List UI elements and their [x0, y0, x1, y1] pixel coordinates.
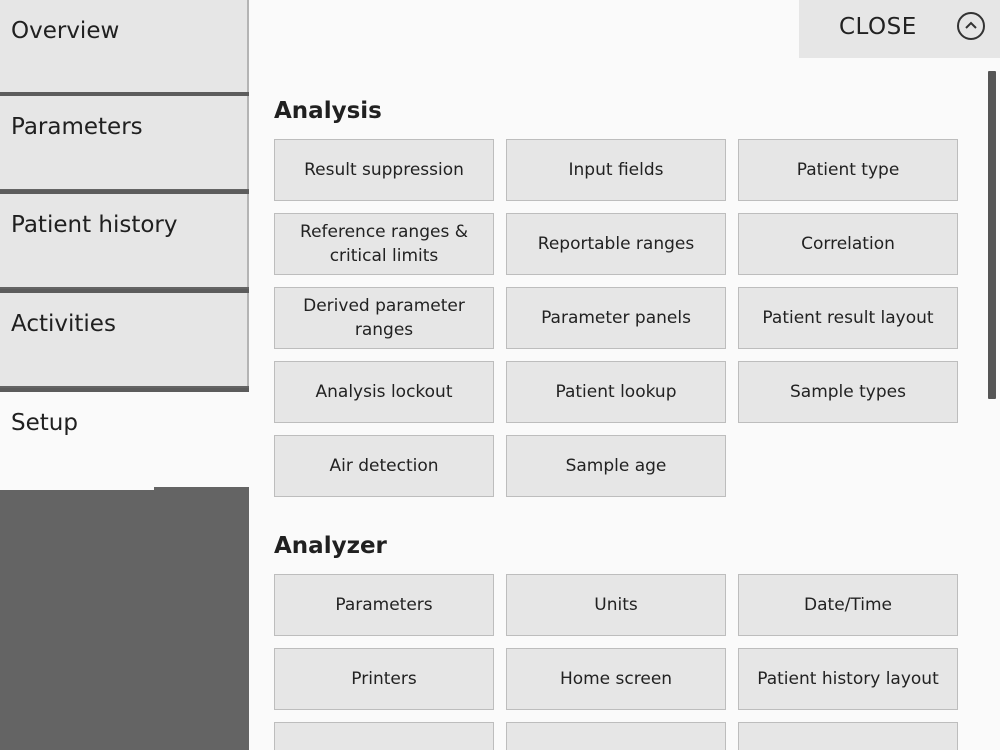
- nav-divider: [0, 92, 249, 96]
- patient-history-layout-button[interactable]: Patient history layout: [738, 648, 958, 710]
- tile-partial[interactable]: [738, 722, 958, 750]
- reportable-ranges-button[interactable]: Reportable ranges: [506, 213, 726, 275]
- close-label: CLOSE: [839, 14, 917, 40]
- reference-ranges-button[interactable]: Reference ranges & critical limits: [274, 213, 494, 275]
- nav-divider: [0, 388, 249, 392]
- result-suppression-button[interactable]: Result suppression: [274, 139, 494, 201]
- units-button[interactable]: Units: [506, 574, 726, 636]
- air-detection-button[interactable]: Air detection: [274, 435, 494, 497]
- nav-item-overview[interactable]: Overview: [0, 0, 249, 93]
- correlation-button[interactable]: Correlation: [738, 213, 958, 275]
- section-title-analyzer: Analyzer: [274, 533, 387, 559]
- section-title-analysis: Analysis: [274, 98, 382, 124]
- analysis-lockout-button[interactable]: Analysis lockout: [274, 361, 494, 423]
- derived-parameter-ranges-button[interactable]: Derived parameter ranges: [274, 287, 494, 349]
- nav-divider: [0, 190, 249, 194]
- nav-item-setup[interactable]: Setup: [0, 392, 249, 487]
- tile-partial[interactable]: [274, 722, 494, 750]
- input-fields-button[interactable]: Input fields: [506, 139, 726, 201]
- nav-item-patient-history[interactable]: Patient history: [0, 194, 249, 287]
- nav-item-parameters[interactable]: Parameters: [0, 96, 249, 189]
- chevron-up-icon[interactable]: [957, 12, 985, 40]
- patient-lookup-button[interactable]: Patient lookup: [506, 361, 726, 423]
- sidebar: Overview Parameters Patient history Acti…: [0, 0, 249, 750]
- nav-divider: [0, 289, 249, 293]
- tile-partial[interactable]: [506, 722, 726, 750]
- nav-item-activities[interactable]: Activities: [0, 293, 249, 386]
- home-screen-button[interactable]: Home screen: [506, 648, 726, 710]
- nav-item-label: Setup: [11, 410, 78, 436]
- patient-type-button[interactable]: Patient type: [738, 139, 958, 201]
- sample-age-button[interactable]: Sample age: [506, 435, 726, 497]
- nav-item-label: Parameters: [11, 114, 143, 140]
- nav-item-label: Overview: [11, 18, 120, 44]
- date-time-button[interactable]: Date/Time: [738, 574, 958, 636]
- nav-item-label: Activities: [11, 311, 116, 337]
- active-tab-edge: [0, 487, 154, 490]
- scrollbar-thumb[interactable]: [988, 71, 996, 399]
- printers-button[interactable]: Printers: [274, 648, 494, 710]
- parameters-button[interactable]: Parameters: [274, 574, 494, 636]
- nav-item-label: Patient history: [11, 212, 178, 238]
- parameter-panels-button[interactable]: Parameter panels: [506, 287, 726, 349]
- sample-types-button[interactable]: Sample types: [738, 361, 958, 423]
- patient-result-layout-button[interactable]: Patient result layout: [738, 287, 958, 349]
